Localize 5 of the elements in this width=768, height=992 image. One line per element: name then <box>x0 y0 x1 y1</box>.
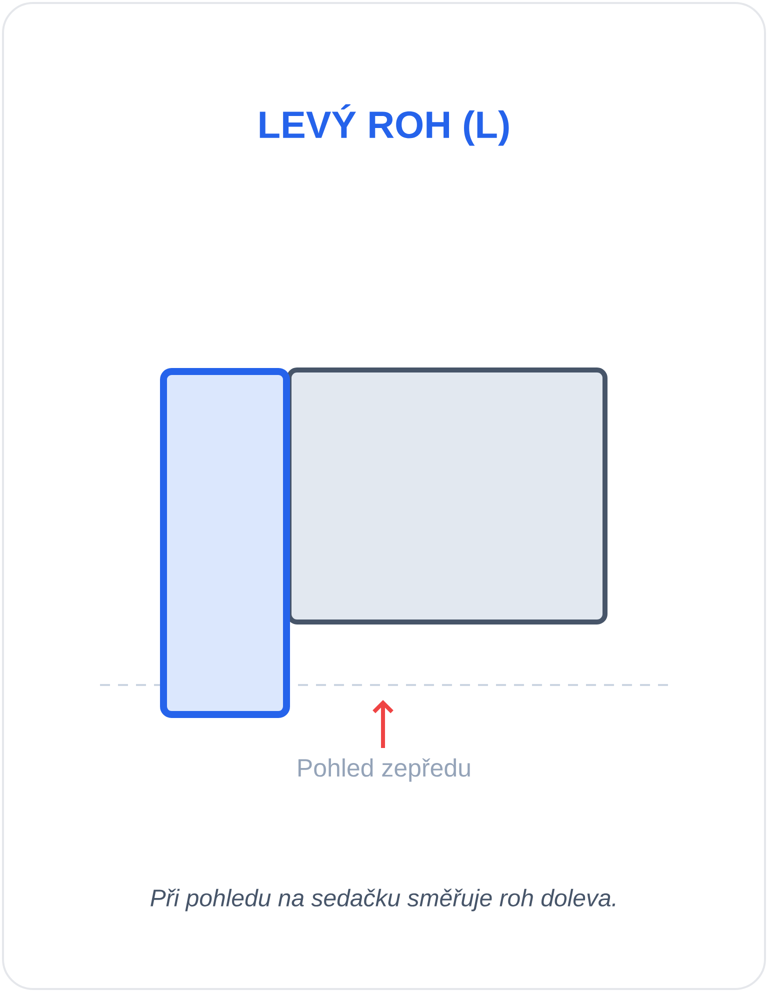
view-label: Pohled zepředu <box>298 758 470 782</box>
sofa-section <box>286 368 608 624</box>
title: LEVÝ ROH (L) <box>260 104 509 146</box>
corner-section <box>160 368 290 718</box>
caption: Při pohledu na sedačku směřuje roh doleva. <box>150 888 616 912</box>
